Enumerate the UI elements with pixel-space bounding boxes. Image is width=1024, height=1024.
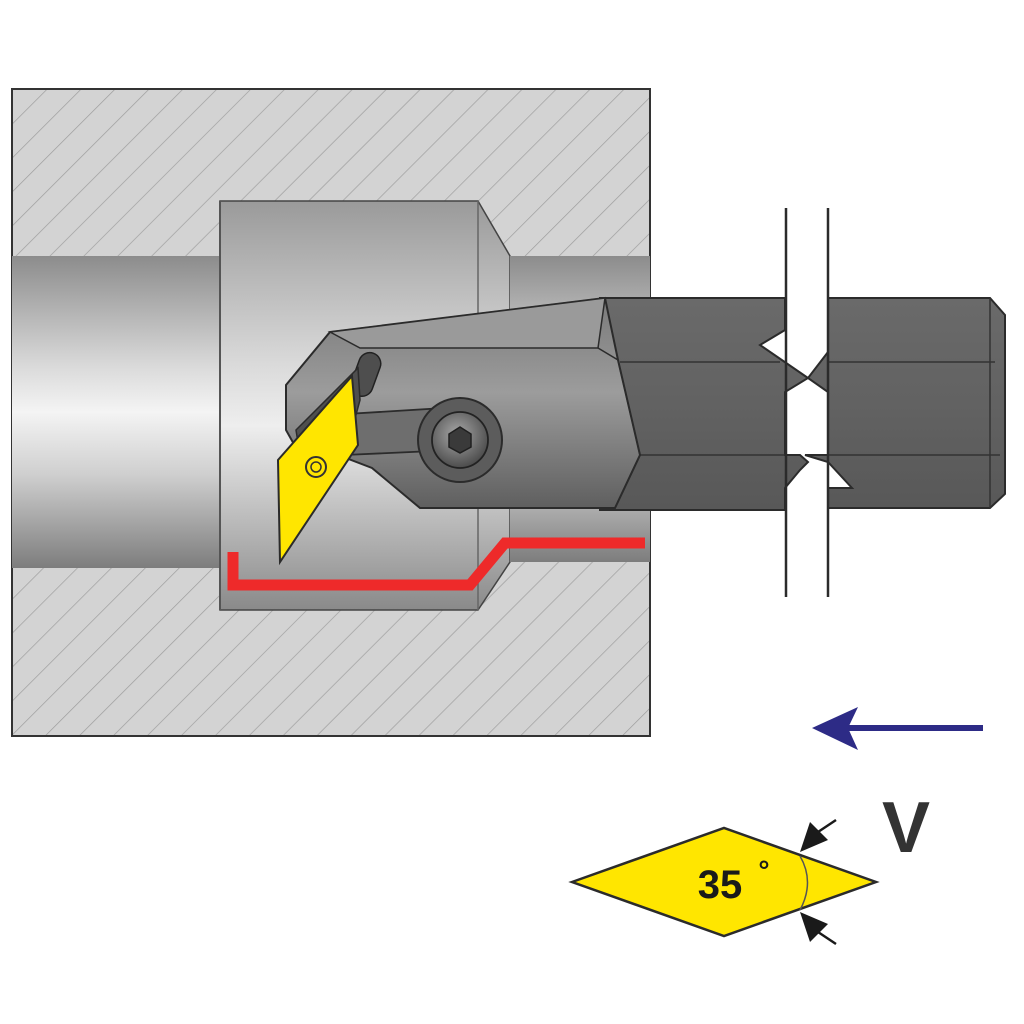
legend-angle-arc <box>799 855 809 911</box>
legend-angle-unit: ° <box>758 855 769 886</box>
legend-arrow-top-head <box>800 822 828 852</box>
insert-rhombus <box>276 373 360 566</box>
legend-arrow-bottom-head <box>800 912 828 942</box>
insert-hole-inner <box>310 461 322 473</box>
boring-bar-shank <box>599 297 1006 511</box>
cut-path-contour <box>227 537 645 591</box>
cutting-insert <box>276 373 360 566</box>
arrow-left-icon <box>812 707 983 750</box>
shank-right-part <box>804 297 1006 509</box>
hex-socket <box>448 426 472 454</box>
legend-angle-value: 35 <box>698 863 743 907</box>
shank-left-part <box>599 297 810 511</box>
tool-head-neck <box>597 347 641 509</box>
insert-shape-legend: 35 ° V <box>568 788 930 946</box>
insert-shape-code: V <box>882 788 930 868</box>
insert-hole-outer <box>305 456 327 478</box>
feed-arrow-head <box>812 707 858 750</box>
shank-break-lines <box>784 208 830 597</box>
boring-bar-head <box>285 296 642 509</box>
bore-small-left <box>12 256 222 568</box>
